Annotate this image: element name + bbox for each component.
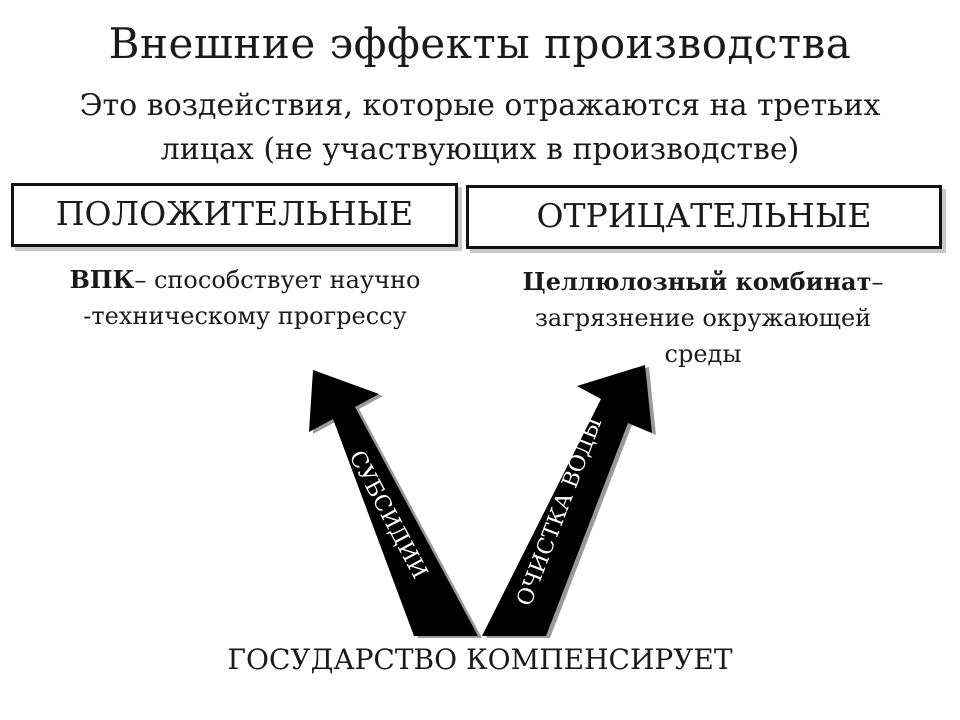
left-arrow-body — [309, 370, 478, 636]
positive-example-line-1: ВПК– способствует научно — [40, 262, 450, 298]
left-arrow: СУБСИДИИ — [309, 370, 482, 638]
negative-example-text-1: – — [871, 268, 884, 296]
negative-example-line-2: загрязнение окружающей — [534, 304, 872, 332]
definition-line-2: лицах (не участвующих в производстве) — [160, 132, 800, 167]
negative-example-line-3: среды — [664, 340, 742, 368]
positive-effects-label: ПОЛОЖИТЕЛЬНЫЕ — [55, 194, 414, 233]
positive-example-line-2: -техническому прогрессу — [83, 302, 407, 330]
right-arrow-body — [482, 365, 652, 636]
positive-example: ВПК– способствует научно -техническому п… — [40, 262, 450, 334]
negative-example-subject: Целлюлозный комбинат — [522, 267, 872, 296]
negative-example-line-1: Целлюлозный комбинат– — [488, 264, 918, 300]
negative-effects-label: ОТРИЦАТЕЛЬНЫЕ — [536, 196, 872, 235]
negative-effects-box: ОТРИЦАТЕЛЬНЫЕ — [466, 185, 942, 249]
positive-example-subject: ВПК — [69, 265, 135, 294]
state-compensates-label: ГОСУДАРСТВО КОМПЕНСИРУЕТ — [227, 643, 733, 676]
positive-effects-box: ПОЛОЖИТЕЛЬНЫЕ — [11, 183, 458, 247]
right-arrow: ОЧИСТКА ВОДЫ — [482, 365, 656, 638]
slide-title: Внешние эффекты производства — [108, 19, 852, 68]
definition-text: Это воздействия, которые отражаются на т… — [40, 84, 920, 172]
negative-example: Целлюлозный комбинат– загрязнение окружа… — [488, 264, 918, 372]
definition-line-1: Это воздействия, которые отражаются на т… — [79, 88, 881, 123]
positive-example-text-1: – способствует научно — [134, 266, 421, 294]
